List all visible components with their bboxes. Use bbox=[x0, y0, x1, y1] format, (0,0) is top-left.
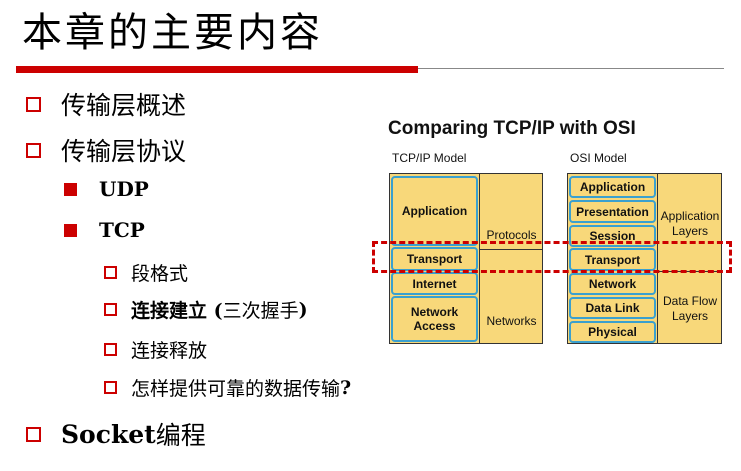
tcpip-layer-application: Application bbox=[391, 176, 478, 246]
slide-title: 本章的主要内容 bbox=[22, 10, 323, 56]
title-underline-red bbox=[16, 66, 418, 73]
bullet-udp: UDP bbox=[64, 177, 149, 201]
bullet-text: 段格式 bbox=[131, 263, 189, 285]
bullet-connection-setup: 连接建立 (三次握手 ) bbox=[104, 296, 308, 323]
osi-side-data-flow-layers: Data Flow Layers bbox=[662, 294, 718, 323]
bullet-reliable-transfer: 怎样提供可靠的数据传输? bbox=[104, 374, 351, 401]
bullet-text: TCP bbox=[99, 218, 145, 242]
osi-layer-physical: Physical bbox=[569, 321, 656, 343]
bullet-segment-format: 段格式 bbox=[104, 259, 188, 286]
hollow-square-bullet-icon bbox=[26, 426, 41, 442]
hollow-square-bullet-icon bbox=[104, 381, 117, 394]
hollow-square-bullet-icon bbox=[104, 266, 117, 279]
diagram-title: Comparing TCP/IP with OSI bbox=[388, 118, 636, 139]
bullet-text-question: ? bbox=[340, 376, 352, 399]
osi-layer-network: Network bbox=[569, 273, 656, 295]
tcpip-side-divider bbox=[479, 249, 543, 250]
tcpip-divider bbox=[479, 173, 480, 344]
tcpip-side-networks: Networks bbox=[486, 314, 537, 328]
bullet-tcp: TCP bbox=[64, 218, 145, 242]
hollow-square-bullet-icon bbox=[26, 96, 41, 112]
bullet-text: 怎样提供可靠的数据传输 bbox=[131, 378, 341, 400]
tcpip-layer-network-access: Network Access bbox=[391, 296, 478, 342]
tcpip-osi-comparison-diagram: Comparing TCP/IP with OSI TCP/IP Model O… bbox=[383, 116, 728, 354]
bullet-text: 传输层概述 bbox=[61, 91, 187, 120]
bullet-text-zh: 编程 bbox=[155, 421, 206, 450]
osi-divider bbox=[657, 173, 658, 344]
bullet-text: 连接释放 bbox=[131, 340, 208, 362]
bullet-text: 传输层协议 bbox=[61, 137, 187, 166]
osi-side-application-layers: Application Layers bbox=[660, 209, 720, 238]
filled-square-bullet-icon bbox=[64, 223, 77, 237]
title-underline-thin bbox=[418, 68, 724, 69]
filled-square-bullet-icon bbox=[64, 182, 77, 196]
transport-layer-highlight bbox=[372, 241, 732, 273]
bullet-text-en: Socket bbox=[61, 419, 156, 449]
bullet-text-mid: 三次握手 bbox=[222, 300, 299, 322]
hollow-square-bullet-icon bbox=[104, 343, 117, 356]
hollow-square-bullet-icon bbox=[104, 303, 117, 316]
osi-layer-application: Application bbox=[569, 176, 656, 198]
tcpip-layer-internet: Internet bbox=[391, 272, 478, 295]
osi-model-label: OSI Model bbox=[570, 151, 627, 165]
hollow-square-bullet-icon bbox=[26, 142, 41, 158]
osi-layer-presentation: Presentation bbox=[569, 200, 656, 223]
osi-layer-data-link: Data Link bbox=[569, 297, 656, 319]
bullet-text: UDP bbox=[99, 177, 149, 201]
bullet-text-suffix: ) bbox=[298, 298, 308, 321]
bullet-transport-overview: 传输层概述 bbox=[26, 86, 186, 122]
tcpip-side-protocols: Protocols bbox=[486, 228, 537, 242]
bullet-transport-protocols: 传输层协议 bbox=[26, 132, 186, 168]
bullet-connection-release: 连接释放 bbox=[104, 336, 207, 363]
tcpip-model-label: TCP/IP Model bbox=[392, 151, 467, 165]
bullet-text-prefix: 连接建立 ( bbox=[131, 300, 223, 322]
